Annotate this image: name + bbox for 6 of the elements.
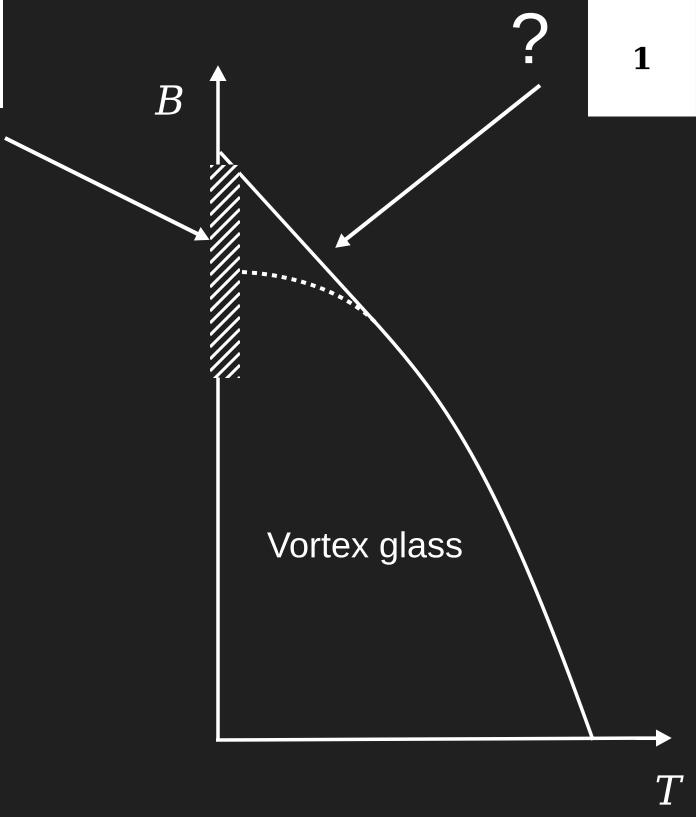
question-mark: ?	[512, 12, 548, 64]
axis-label: B	[154, 85, 182, 115]
hatched-bar	[210, 164, 240, 378]
label-box: 1	[588, 0, 696, 116]
axis-label: T	[656, 775, 684, 805]
region-label: Vortex glass	[267, 531, 462, 565]
